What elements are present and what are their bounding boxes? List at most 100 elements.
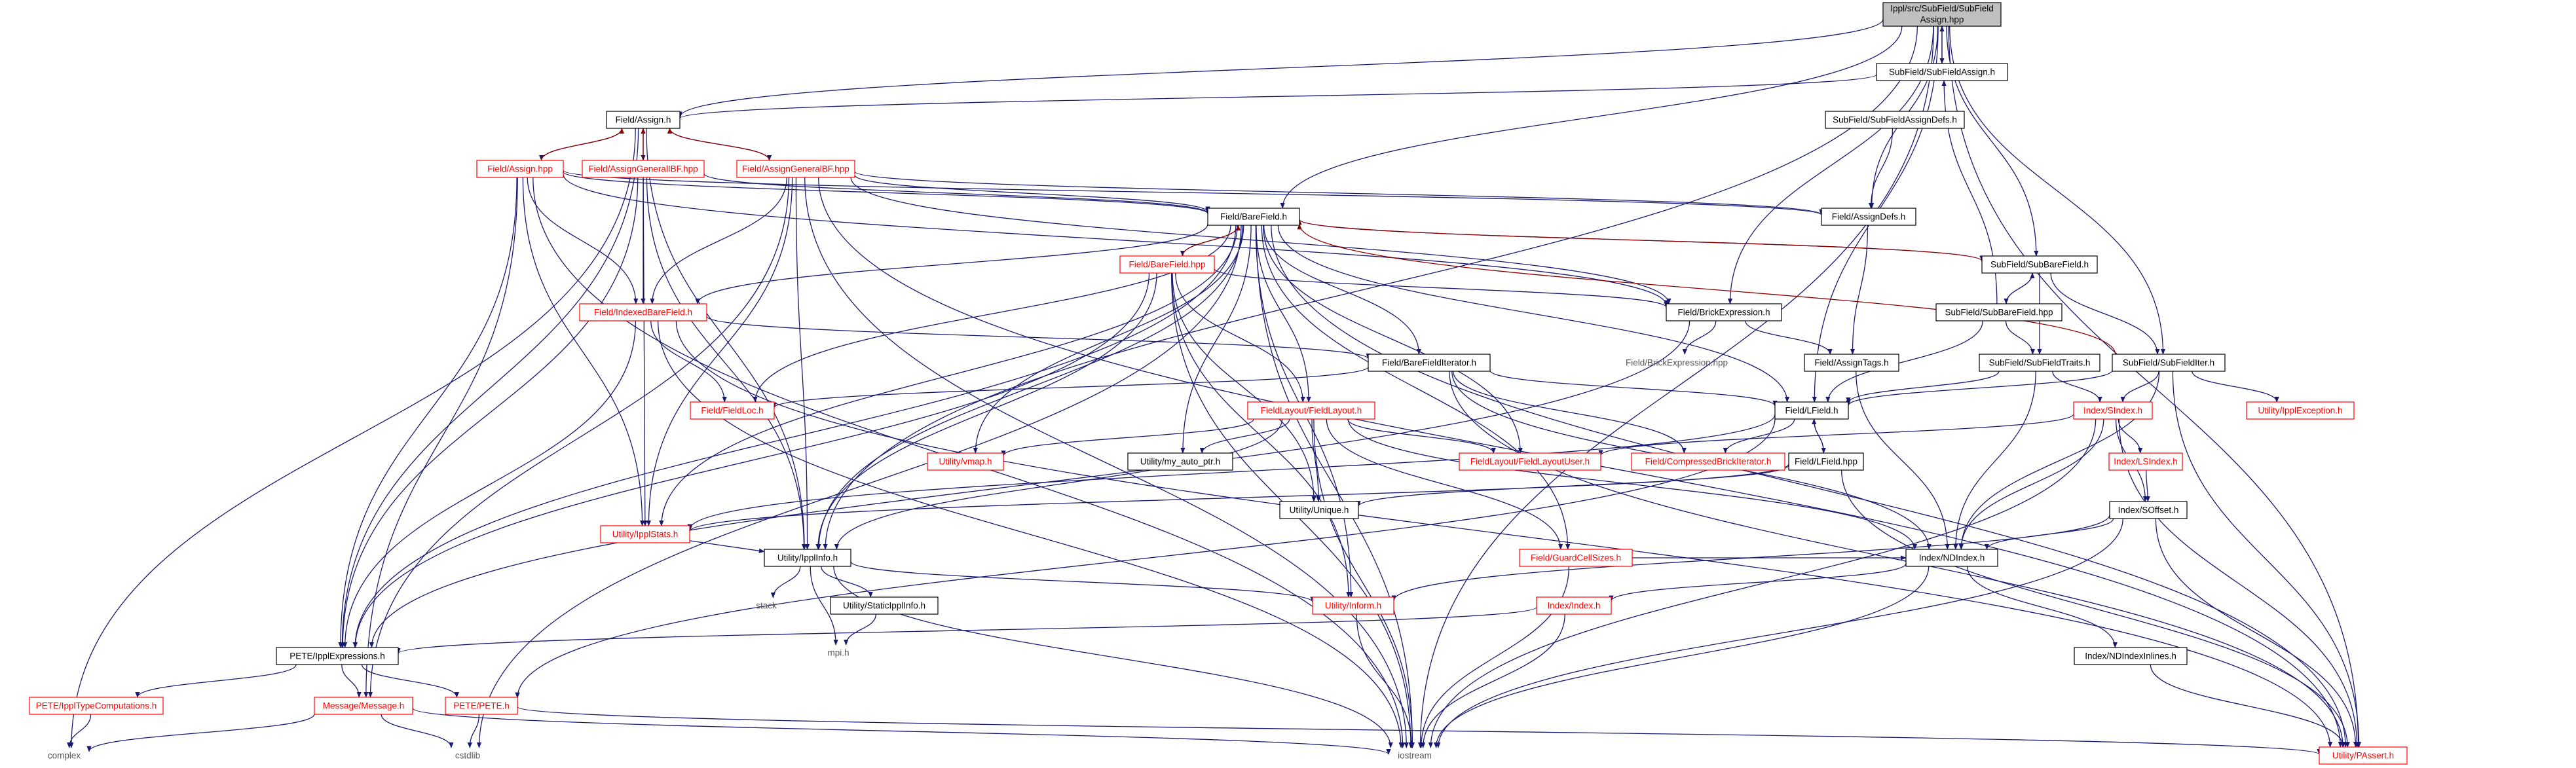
node-barefield-h[interactable]: Field/BareField.h: [1207, 208, 1300, 226]
edge-ndindexinlines_h-to-passert_h: [2150, 664, 2346, 748]
node-passert-h[interactable]: Utility/PAssert.h: [2319, 746, 2408, 765]
node-subbarefield-h[interactable]: SubField/SubBareField.h: [1981, 255, 2098, 274]
node-vmap-h[interactable]: Utility/vmap.h: [927, 452, 1004, 471]
node-ipplexpressions-h[interactable]: PETE/IpplExpressions.h: [276, 647, 399, 665]
node-box: [1979, 354, 2100, 372]
node-subbarefield-hpp[interactable]: SubField/SubBareField.hpp: [1935, 303, 2063, 321]
node-mpi-h[interactable]: mpi.h: [827, 648, 849, 658]
node-assigntags-h[interactable]: Field/AssignTags.h: [1804, 354, 1899, 372]
node-ndindexinlines-h[interactable]: Index/NDIndexInlines.h: [2074, 647, 2188, 665]
node-unique-h[interactable]: Utility/Unique.h: [1279, 501, 1359, 519]
edge-field_assign_h-to-ipplexpressions_h: [339, 128, 639, 648]
node-my-auto-ptr-h[interactable]: Utility/my_auto_ptr.h: [1127, 452, 1233, 471]
node-box: [1666, 303, 1782, 321]
node-ippltypecomputations-h[interactable]: PETE/IpplTypeComputations.h: [29, 697, 164, 715]
node-ipplinfo-h[interactable]: Utility/IpplInfo.h: [764, 549, 851, 567]
node-label: SubField/SubFieldIter.h: [2123, 358, 2214, 368]
edge-fieldlayout_h-to-ndindex_h: [1347, 418, 1918, 550]
edge-subfielditer_h-to-lfield_h: [1846, 370, 2113, 407]
edge-fieldlayout_h-to-unique_h: [1311, 418, 1321, 502]
node-box: [2073, 401, 2153, 420]
edge-field_assign_hpp-to-assigndefs_h: [563, 170, 1824, 216]
edge-barefield_h-to-fieldlayoutuser_h: [1263, 225, 1523, 454]
node-ndindex-h[interactable]: Index/NDIndex.h: [1905, 549, 1998, 567]
node-barefielditerator-h[interactable]: Field/BareFieldIterator.h: [1368, 354, 1491, 372]
node-inform-h[interactable]: Utility/Inform.h: [1312, 596, 1394, 615]
node-field-assign-h[interactable]: Field/Assign.h: [606, 111, 681, 129]
node-assigndefs-h[interactable]: Field/AssignDefs.h: [1821, 208, 1916, 226]
node-label: Field/BrickExpression.hpp: [1626, 358, 1728, 368]
edge-barefield_hpp-to-ipplexpressions_h: [352, 272, 1150, 648]
edge-fieldlayout_h-to-guardcellsizes_h: [1326, 418, 1563, 550]
node-box: [582, 160, 705, 178]
node-label: Field/Assign.hpp: [487, 164, 553, 174]
node-sindex-h[interactable]: Index/SIndex.h: [2073, 401, 2153, 420]
edge-field_assign_h-to-ipplinfo_h: [646, 128, 807, 550]
node-pete-h[interactable]: PETE/PETE.h: [445, 697, 518, 715]
node-subfieldassign-h[interactable]: SubField/SubFieldAssign.h: [1876, 63, 2008, 81]
node-label: Utility/IpplStats.h: [612, 530, 679, 539]
node-lfield-h[interactable]: Field/LField.h: [1774, 401, 1849, 420]
node-label: FieldLayout/FieldLayoutUser.h: [1470, 457, 1590, 467]
edge-assigngeneralbf_hpp-to-barefield_h: [854, 174, 1210, 213]
edge-barefield_h-to-passert_h: [1271, 225, 2348, 748]
node-ipplexception-h[interactable]: Utility/IpplException.h: [2246, 401, 2355, 420]
edge-fieldlayout_h-to-iostream: [1313, 418, 1415, 748]
node-iostream[interactable]: iostream: [1398, 751, 1432, 761]
node-fieldlayout-h[interactable]: FieldLayout/FieldLayout.h: [1247, 401, 1375, 420]
node-index-h[interactable]: Index/Index.h: [1536, 596, 1612, 615]
node-label: Utility/IpplInfo.h: [777, 553, 838, 563]
node-fieldlayoutuser-h[interactable]: FieldLayout/FieldLayoutUser.h: [1459, 452, 1601, 471]
edge-assigngeneralbf_hpp-to-iostream: [804, 177, 1409, 748]
node-assigngeneralibf-hpp[interactable]: Field/AssignGeneralIBF.hpp: [582, 160, 705, 178]
edge-lfield_h-to-ipplstats_h: [687, 414, 1776, 530]
node-box: [1119, 255, 1215, 274]
node-complex[interactable]: complex: [48, 751, 81, 761]
node-label: Utility/Inform.h: [1325, 601, 1381, 611]
edge-ipplexpressions_h-to-ippltypecomputations_h: [135, 664, 297, 698]
node-label: PETE/IpplExpressions.h: [289, 651, 385, 661]
node-message-h[interactable]: Message/Message.h: [314, 697, 413, 715]
node-label: complex: [48, 751, 81, 761]
node-box: [1804, 354, 1899, 372]
node-soffset-h[interactable]: Index/SOffset.h: [2109, 501, 2188, 519]
edge-lfield_h-to-compressedbrickiterator_h: [1723, 418, 1795, 454]
edge-ndindex_h-to-iostream: [1434, 566, 1930, 748]
node-cstdlib[interactable]: cstdlib: [455, 751, 480, 761]
node-staticipplinfo-h[interactable]: Utility/StaticIpplInfo.h: [830, 596, 939, 615]
edge-barefield_hpp-to-barefield_h: [1182, 225, 1241, 257]
node-indexedbarefield-h[interactable]: Field/IndexedBareField.h: [579, 303, 707, 321]
edge-subfieldassign_h-to-field_assign_h: [677, 74, 1877, 119]
node-subfielditer-h[interactable]: SubField/SubFieldIter.h: [2112, 354, 2226, 372]
node-ipplstats-h[interactable]: Utility/IpplStats.h: [600, 525, 690, 543]
node-subfieldassigndefs-h[interactable]: SubField/SubFieldAssignDefs.h: [1825, 111, 1965, 129]
node-compressedbrickiterator-h[interactable]: Field/CompressedBrickIterator.h: [1631, 452, 1785, 471]
edge-indexedbarefield_h-to-ipplexpressions_h: [342, 320, 637, 648]
node-box: [1368, 354, 1491, 372]
edge-subbarefield_h-to-subfielditer_h: [2050, 272, 2160, 355]
edge-assigngeneralibf_hpp-to-ipplexpressions_h: [340, 177, 639, 648]
edge-subbarefield_hpp-to-subbarefield_h: [2006, 272, 2035, 304]
node-lfield-hpp[interactable]: Field/LField.hpp: [1788, 452, 1864, 471]
node-brickexpression-hpp[interactable]: Field/BrickExpression.hpp: [1626, 358, 1728, 368]
node-field-assign-hpp[interactable]: Field/Assign.hpp: [476, 160, 564, 178]
edge-message_h-to-iostream: [412, 708, 1391, 756]
node-fieldloc-h[interactable]: Field/FieldLoc.h: [690, 401, 775, 420]
edge-root-to-subfielditer_h: [1949, 26, 2166, 355]
node-assigngeneralbf-hpp[interactable]: Field/AssignGeneralBF.hpp: [736, 160, 855, 178]
node-brickexpression-h[interactable]: Field/BrickExpression.h: [1666, 303, 1782, 321]
node-stack[interactable]: stack: [756, 601, 777, 611]
node-barefield-hpp[interactable]: Field/BareField.hpp: [1119, 255, 1215, 274]
node-box: [476, 160, 564, 178]
node-root[interactable]: Ippl/src/SubField/SubFieldAssign.hpp: [1882, 2, 2002, 27]
node-lsindex-h[interactable]: Index/LSIndex.h: [2108, 452, 2183, 471]
node-box: [1207, 208, 1300, 226]
node-label: Utility/IpplException.h: [2258, 406, 2342, 416]
edge-brickexpression_h-to-ipplexpressions_h: [369, 320, 1690, 648]
edge-root-to-field_assign_h: [677, 19, 1884, 118]
node-box: [1312, 596, 1394, 615]
node-subfieldtraits-h[interactable]: SubField/SubFieldTraits.h: [1979, 354, 2100, 372]
node-guardcellsizes-h[interactable]: Field/GuardCellSizes.h: [1519, 549, 1633, 567]
edge-guardcellsizes_h-to-iostream: [1419, 566, 1570, 748]
edge-indexedbarefield_h-to-iostream: [657, 320, 1404, 748]
